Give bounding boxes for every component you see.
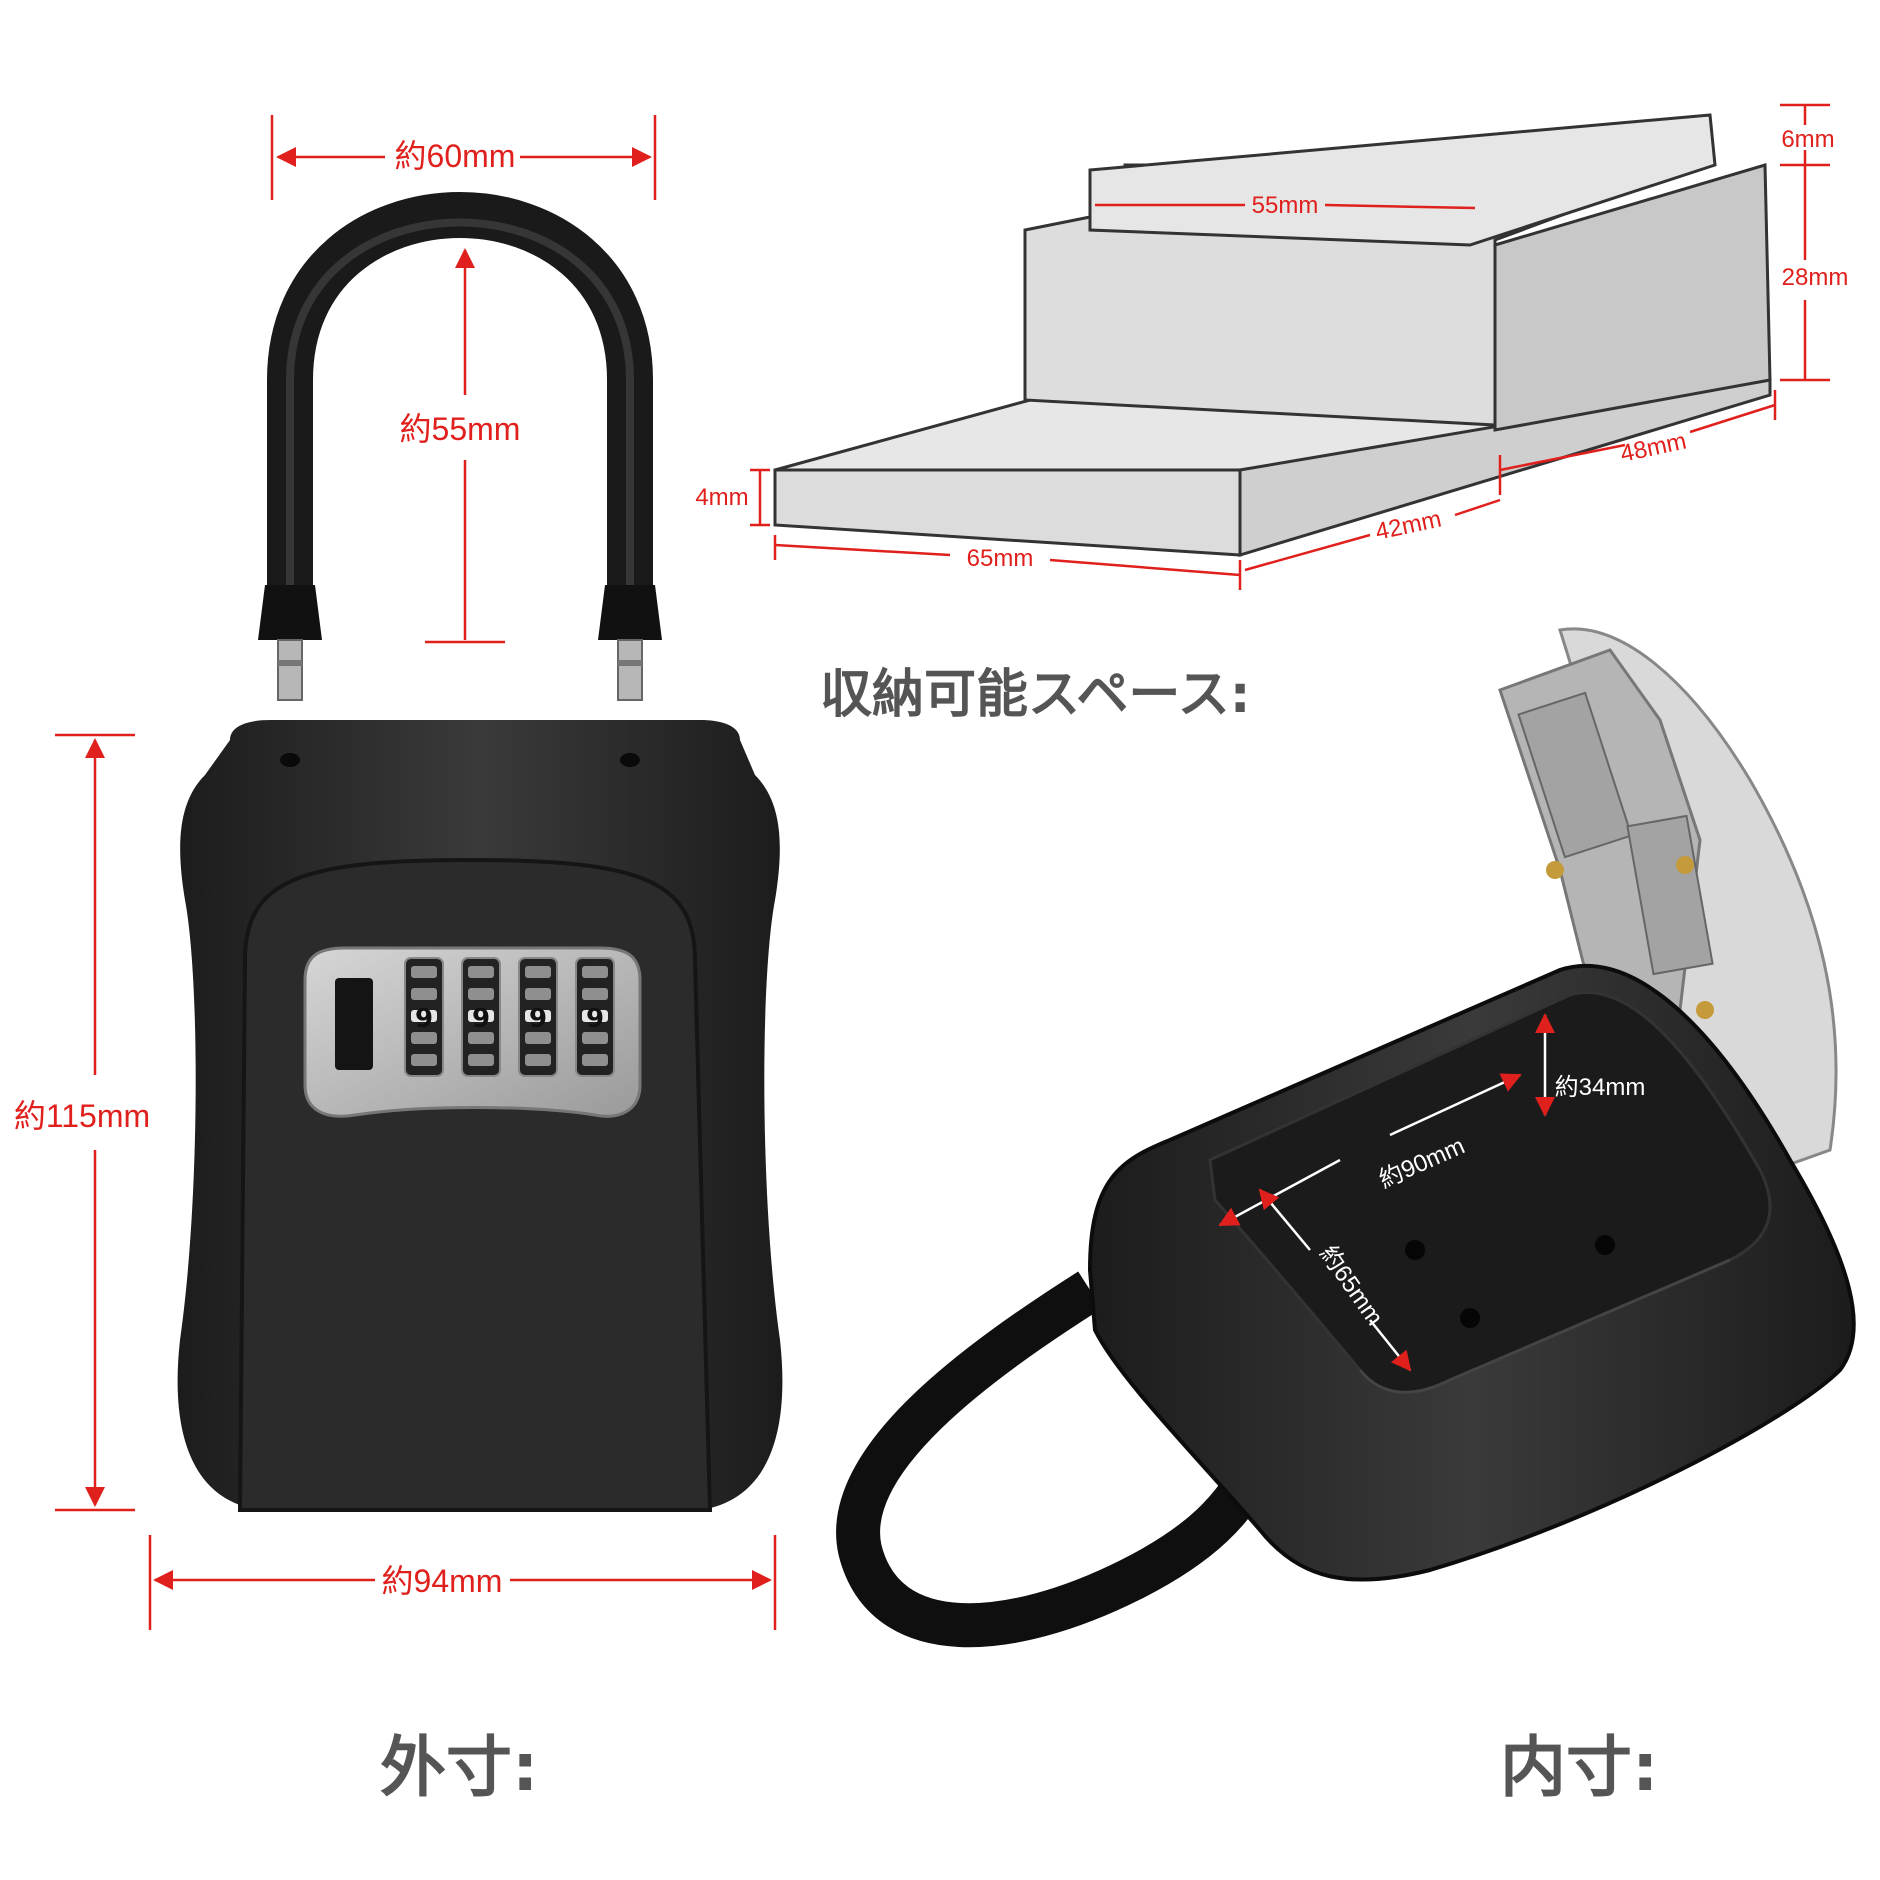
interior-shackle: [836, 1271, 1280, 1648]
storage-space-diagram: [773, 113, 1772, 558]
combination-dial[interactable]: 9 9 9 9: [303, 946, 642, 1118]
interior-height-label: 約34mm: [1555, 1074, 1646, 1101]
exterior-lockbox: 9 9 9 9: [177, 192, 783, 1512]
upper-height-label: 28mm: [1782, 264, 1849, 291]
shackle-left-foot: [258, 585, 322, 701]
dial-digit: 9: [529, 1004, 547, 1034]
shackle-right-foot: [598, 585, 662, 701]
dial-wheel[interactable]: 9: [518, 957, 558, 1077]
top-width-label: 55mm: [1252, 192, 1319, 219]
mount-hole-icon: [280, 753, 300, 767]
shackle: [267, 192, 653, 600]
mount-hole-icon: [620, 753, 640, 767]
interior-lockbox: [836, 627, 1856, 1648]
shackle-width-label: 約60mm: [395, 138, 516, 174]
mount-hole-icon: [1595, 1235, 1615, 1255]
mount-hole-icon: [1405, 1240, 1425, 1260]
dial-digit: 9: [415, 1004, 433, 1034]
body-width-label: 約94mm: [382, 1563, 503, 1599]
interior-caption: 内寸:: [1500, 1729, 1658, 1806]
dial-wheel[interactable]: 9: [404, 957, 444, 1077]
dial-wheel[interactable]: 9: [461, 957, 501, 1077]
release-button[interactable]: [335, 978, 373, 1070]
exterior-dimensions: 約60mm 約55mm 約115mm 約94mm: [14, 115, 777, 1630]
exterior-caption: 外寸:: [380, 1729, 538, 1806]
storage-caption: 収納可能スペース:: [820, 665, 1251, 725]
dial-wheel[interactable]: 9: [575, 957, 615, 1077]
dial-digit: 9: [586, 1004, 604, 1034]
shackle-height-label: 約55mm: [400, 411, 521, 447]
lower-width-label: 65mm: [967, 545, 1034, 572]
lower-height-label: 4mm: [695, 484, 748, 511]
mount-hole-icon: [1460, 1308, 1480, 1328]
interior-cavity[interactable]: [1208, 990, 1772, 1394]
body-height-label: 約115mm: [14, 1098, 150, 1134]
dial-digit: 9: [472, 1004, 490, 1034]
step-height-label: 6mm: [1781, 126, 1834, 153]
